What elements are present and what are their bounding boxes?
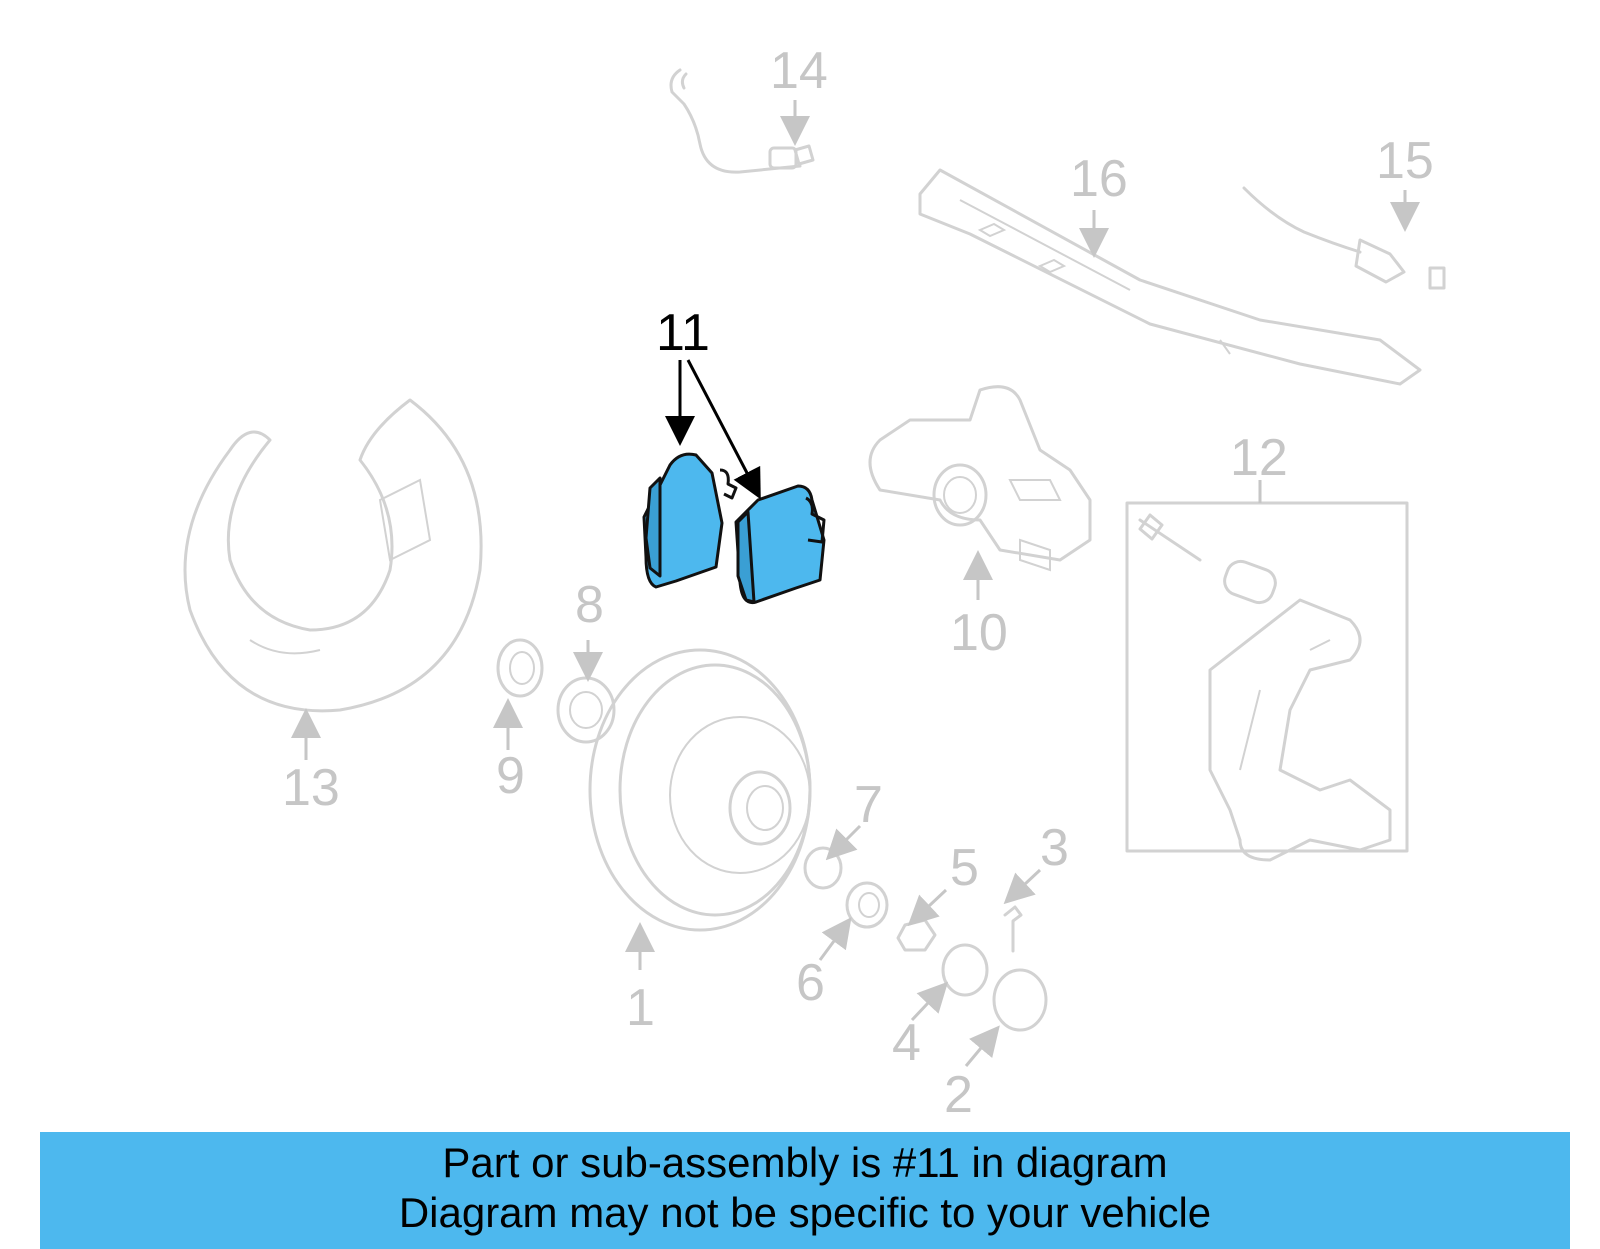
- banner-disclaimer-line: Diagram may not be specific to your vehi…: [398, 1189, 1212, 1236]
- caliper-carrier-kit: [1125, 501, 1409, 862]
- callout-3: 3: [1040, 819, 1069, 877]
- seal-part: [496, 638, 544, 698]
- callout-12: 12: [1230, 429, 1288, 487]
- callout-5: 5: [950, 839, 979, 897]
- callout-7: 7: [854, 776, 883, 834]
- callout-11: 11: [656, 304, 710, 362]
- brake-rotor-part: [588, 648, 812, 932]
- callout-labels: 14 15 16 11 12 10 8 9 13 7 5 3 6 1 4 2: [282, 42, 1434, 1124]
- callout-15: 15: [1376, 132, 1434, 190]
- leader-lines: [291, 100, 1420, 1067]
- brake-hose-part: [669, 68, 815, 174]
- small-hardware: [803, 846, 1048, 1032]
- dust-shield-part: [183, 398, 483, 713]
- sensor-cable-part: [1242, 186, 1446, 290]
- brake-pads-part: [642, 452, 826, 605]
- wheel-bearing-part: [556, 676, 616, 744]
- callout-13: 13: [282, 759, 340, 817]
- callout-9: 9: [496, 747, 525, 805]
- callout-16: 16: [1070, 150, 1128, 208]
- info-banner: Part or sub-assembly is #11 in diagram D…: [40, 1132, 1570, 1249]
- callout-6: 6: [796, 954, 825, 1012]
- callout-14: 14: [770, 42, 828, 100]
- caliper-part: [868, 385, 1092, 572]
- callout-10: 10: [950, 604, 1008, 662]
- callout-1: 1: [626, 979, 655, 1037]
- callout-8: 8: [575, 576, 604, 634]
- callout-4: 4: [892, 1014, 921, 1072]
- control-arm-part: [918, 168, 1422, 386]
- callout-2: 2: [944, 1066, 973, 1124]
- banner-part-line: Part or sub-assembly is #11 in diagram: [442, 1139, 1168, 1186]
